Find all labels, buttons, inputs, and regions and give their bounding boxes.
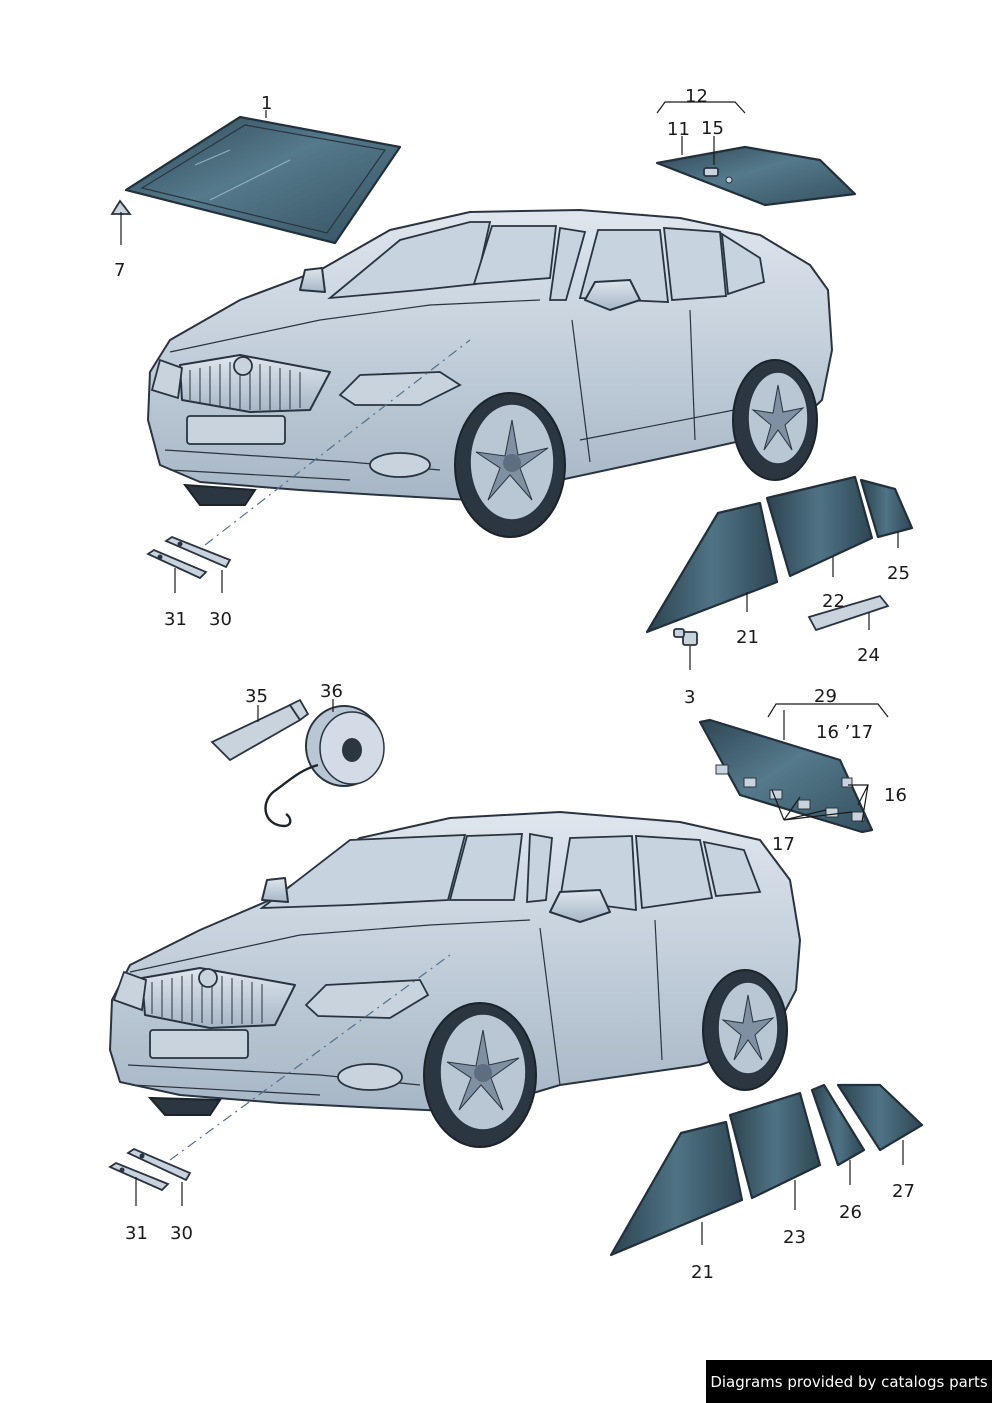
leader-lines-bottom	[135, 699, 904, 1245]
leader-lines-top	[120, 101, 899, 670]
callout-27: 27	[892, 1181, 915, 1202]
callout-26: 26	[839, 1202, 862, 1223]
footer-text: Diagrams provided by catalogs parts	[710, 1372, 988, 1391]
car-saloon	[147, 209, 833, 538]
callout-21-bottom: 21	[691, 1262, 714, 1283]
callout-24: 24	[857, 645, 880, 666]
callout-31-top: 31	[164, 609, 187, 630]
callout-31-bottom: 31	[125, 1223, 148, 1244]
callout-11: 11	[667, 119, 690, 140]
callout-17: 17	[772, 834, 795, 855]
callout-12: 12	[685, 86, 708, 107]
callout-30-top: 30	[209, 609, 232, 630]
callout-30-bottom: 30	[170, 1223, 193, 1244]
callout-29: 29	[814, 686, 837, 707]
car-estate	[109, 811, 801, 1148]
callout-1: 1	[261, 93, 272, 114]
callout-25: 25	[887, 563, 910, 584]
callout-16: 16	[884, 785, 907, 806]
callout-35: 35	[245, 686, 268, 707]
callout-36: 36	[320, 681, 343, 702]
footer-attribution: Diagrams provided by catalogs parts	[706, 1360, 992, 1403]
callout-7: 7	[114, 260, 125, 281]
adhesive-roll	[264, 705, 385, 828]
pointer-line-top	[204, 339, 471, 546]
rear-window-saloon	[655, 145, 857, 207]
side-windows-estate	[609, 1083, 924, 1257]
side-windows-saloon	[645, 475, 914, 634]
callout-labels: 1 7 12 11 15 31 30 21 22 25 24 3 35 36 2…	[114, 86, 915, 1283]
adhesive-tube	[210, 698, 310, 762]
seal-pad	[807, 594, 890, 632]
callout-16-17: 16 ’17	[816, 722, 873, 743]
callout-23: 23	[783, 1227, 806, 1248]
callout-22: 22	[822, 591, 845, 612]
clip	[673, 628, 698, 646]
windscreen	[124, 115, 402, 245]
rear-window-estate	[698, 718, 874, 834]
callout-21-top: 21	[736, 627, 759, 648]
callout-3: 3	[684, 687, 695, 708]
callout-15: 15	[701, 118, 724, 139]
trim-strips-top	[146, 535, 232, 580]
trim-strips-bottom	[108, 1147, 192, 1192]
pointer-line-bottom	[169, 954, 451, 1161]
